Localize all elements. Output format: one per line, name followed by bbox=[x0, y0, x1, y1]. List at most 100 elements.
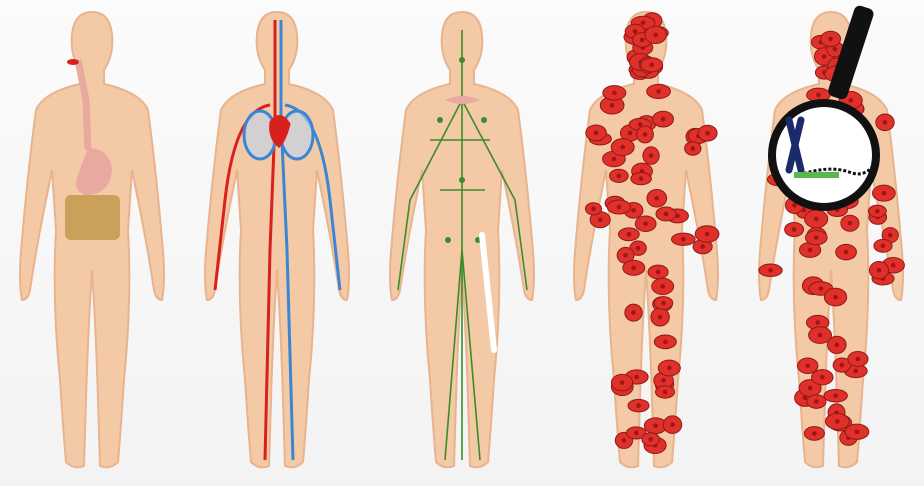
cell-nucleus bbox=[812, 431, 817, 436]
cell-nucleus bbox=[816, 93, 821, 98]
cell-nucleus bbox=[657, 89, 662, 94]
cell-nucleus bbox=[612, 157, 617, 162]
cell-nucleus bbox=[816, 320, 821, 325]
cells-svg bbox=[554, 0, 739, 486]
figure-digestive-system bbox=[0, 0, 185, 486]
cell-nucleus bbox=[610, 103, 615, 108]
cell-nucleus bbox=[806, 363, 811, 368]
cell-nucleus bbox=[854, 369, 859, 374]
cell-nucleus bbox=[620, 380, 625, 385]
cell-nucleus bbox=[883, 120, 888, 125]
lymph-vessels bbox=[398, 30, 527, 460]
cell-nucleus bbox=[820, 375, 825, 380]
cell-nucleus bbox=[622, 438, 627, 443]
cell-nucleus bbox=[632, 310, 637, 315]
cell-nucleus bbox=[632, 208, 637, 213]
cell-nucleus bbox=[628, 131, 633, 136]
cell-nucleus bbox=[849, 98, 854, 103]
cell-nucleus bbox=[856, 357, 861, 362]
cell-nucleus bbox=[701, 244, 706, 249]
cell-nucleus bbox=[650, 62, 655, 67]
cell-nucleus bbox=[654, 423, 659, 428]
intestines bbox=[65, 195, 120, 240]
cell-nucleus bbox=[808, 248, 813, 253]
cell-nucleus bbox=[888, 233, 893, 238]
cell-nucleus bbox=[706, 131, 711, 136]
digestive-system-svg bbox=[0, 0, 185, 486]
cell-nucleus bbox=[814, 399, 819, 404]
cell-nucleus bbox=[664, 212, 669, 217]
body-outline bbox=[574, 12, 718, 467]
mouth bbox=[67, 59, 79, 65]
cell-nucleus bbox=[621, 145, 626, 150]
cell-nucleus bbox=[636, 246, 641, 251]
cell-nucleus bbox=[792, 227, 797, 232]
cell-nucleus bbox=[877, 268, 882, 273]
cell-nucleus bbox=[833, 47, 838, 52]
cell-nucleus bbox=[641, 20, 646, 25]
cell-nucleus bbox=[649, 153, 654, 158]
cell-nucleus bbox=[705, 232, 710, 237]
cell-nucleus bbox=[632, 266, 637, 271]
body-silhouette bbox=[574, 12, 718, 467]
cell-nucleus bbox=[635, 375, 640, 380]
cell-nucleus bbox=[598, 217, 603, 222]
cell-nucleus bbox=[814, 235, 819, 240]
cell-nucleus bbox=[661, 117, 666, 122]
cell-nucleus bbox=[667, 366, 672, 371]
figure-cells bbox=[554, 0, 739, 486]
cell-nucleus bbox=[617, 205, 622, 210]
body-silhouette bbox=[205, 12, 349, 467]
cell-nucleus bbox=[671, 422, 676, 427]
cell-nucleus bbox=[835, 343, 840, 348]
cell-nucleus bbox=[814, 217, 819, 222]
cell-nucleus bbox=[661, 284, 666, 289]
cell-nucleus bbox=[848, 221, 853, 226]
cell-nucleus bbox=[637, 403, 642, 408]
dna-magnified-svg bbox=[739, 0, 924, 486]
cell-nucleus bbox=[592, 206, 597, 211]
cell-nucleus bbox=[829, 37, 834, 42]
cell-nucleus bbox=[855, 430, 860, 435]
cell-nucleus bbox=[818, 333, 823, 338]
figure-circulatory-system bbox=[185, 0, 370, 486]
cell-nucleus bbox=[624, 253, 629, 258]
cell-nucleus bbox=[658, 315, 663, 320]
figure-lymphatic-system bbox=[370, 0, 555, 486]
cell-nucleus bbox=[844, 250, 849, 255]
cell-nucleus bbox=[663, 340, 668, 345]
cell-nucleus bbox=[612, 91, 617, 96]
cell-nucleus bbox=[840, 363, 845, 368]
cell-nucleus bbox=[644, 221, 649, 226]
cell-nucleus bbox=[875, 209, 880, 214]
cell-nucleus bbox=[649, 437, 654, 442]
cell-nucleus bbox=[640, 38, 645, 43]
cell-nucleus bbox=[633, 29, 638, 34]
cell-nucleus bbox=[835, 419, 840, 424]
cell-nucleus bbox=[656, 270, 661, 275]
cell-nucleus bbox=[819, 286, 824, 291]
cell-nucleus bbox=[662, 378, 667, 383]
cell-nucleus bbox=[882, 191, 887, 196]
cell-nucleus bbox=[654, 33, 659, 38]
cell-nucleus bbox=[833, 295, 838, 300]
cell-nucleus bbox=[639, 176, 644, 181]
cell-nucleus bbox=[822, 54, 827, 59]
cell-nucleus bbox=[691, 146, 696, 151]
body-outline bbox=[205, 12, 349, 467]
cell-nucleus bbox=[792, 203, 797, 208]
cell-nucleus bbox=[808, 386, 813, 391]
cell-nucleus bbox=[655, 196, 660, 201]
cell-nucleus bbox=[662, 301, 667, 306]
cell-nucleus bbox=[681, 237, 686, 242]
cell-nucleus bbox=[627, 232, 632, 237]
dna-ladder bbox=[794, 172, 839, 178]
cell-nucleus bbox=[617, 174, 622, 179]
cell-nucleus bbox=[634, 431, 639, 436]
cell-nucleus bbox=[643, 132, 648, 137]
lymphatic-system-svg bbox=[370, 0, 555, 486]
cell-nucleus bbox=[768, 268, 773, 273]
cell-nucleus bbox=[891, 263, 896, 268]
figure-dna-magnified bbox=[739, 0, 924, 486]
